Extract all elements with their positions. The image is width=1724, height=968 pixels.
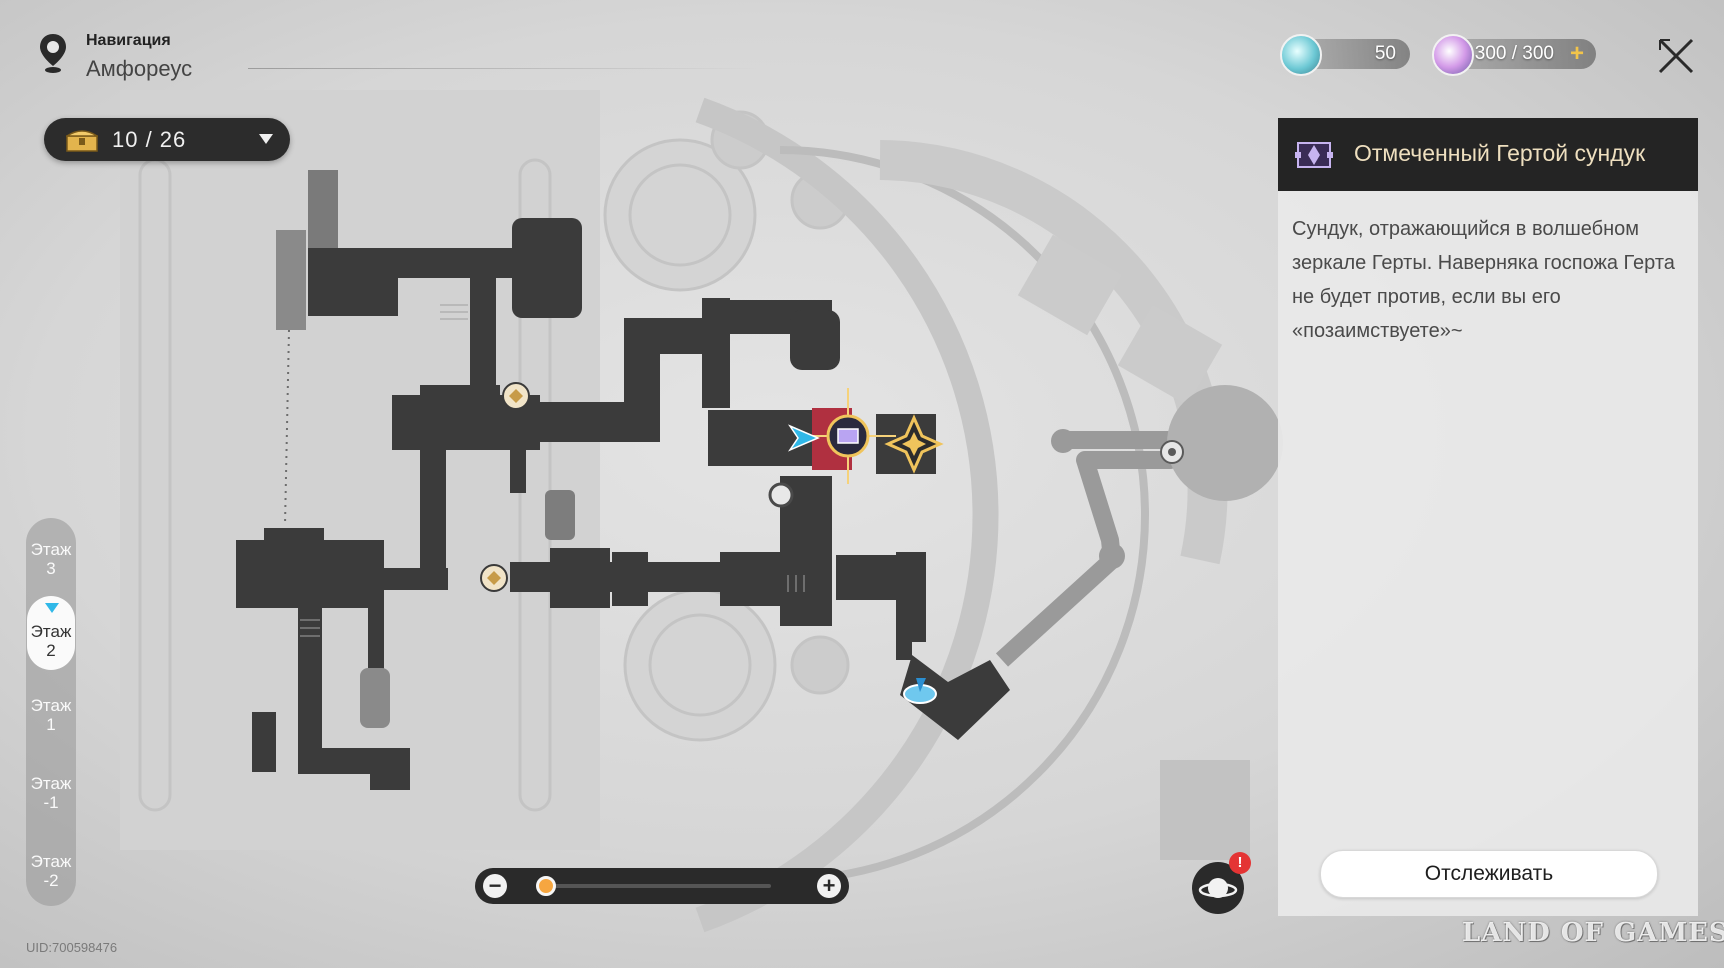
map-dotted-route — [284, 329, 290, 526]
reserve-power-counter[interactable]: 50 — [1280, 34, 1410, 76]
zoom-in-button[interactable]: + — [817, 874, 841, 898]
add-power-button[interactable]: + — [1569, 40, 1584, 67]
floor-2-button[interactable]: Этаж 2 — [27, 596, 75, 670]
chest-count: 10 / 26 — [112, 127, 187, 152]
map-path — [995, 385, 1283, 667]
zoom-slider-track[interactable] — [537, 884, 771, 888]
chest-marker[interactable] — [502, 382, 530, 410]
treasure-chest-icon — [66, 130, 98, 152]
selected-chest-marker[interactable] — [800, 388, 896, 484]
floor-label: Этаж -1 — [30, 774, 72, 812]
trailblaze-power-value: 300 / 300 — [1474, 43, 1554, 64]
teleport-anchor-marker[interactable] — [884, 414, 944, 474]
reserve-power-icon — [1280, 34, 1322, 76]
floor-selector: Этаж 3 Этаж 2 Этаж 1 Этаж -1 Этаж -2 — [26, 518, 76, 906]
floor-label: Этаж -2 — [30, 852, 72, 890]
panel-header: Отмеченный Гертой сундук — [1278, 118, 1698, 191]
planet-icon — [1198, 878, 1238, 898]
zoom-slider-handle[interactable] — [536, 876, 557, 896]
space-anchor-marker[interactable] — [903, 678, 937, 704]
watermark: LAND OF GAMES — [1462, 918, 1724, 948]
chest-counter-dropdown[interactable]: 10 / 26 — [44, 118, 290, 161]
chest-marker[interactable] — [480, 564, 508, 592]
zoom-out-button[interactable]: − — [483, 874, 507, 898]
current-floor-marker-icon — [45, 603, 59, 613]
floor-minus-1-button[interactable]: Этаж -1 — [26, 756, 76, 816]
panel-description: Сундук, отражающийся в волшебном зеркале… — [1292, 218, 1675, 342]
chevron-down-icon — [259, 134, 273, 144]
location-name: Амфореус — [86, 56, 193, 81]
player-position-arrow — [787, 424, 820, 452]
floor-label: Этаж 1 — [30, 696, 72, 734]
floor-label: Этаж 2 — [30, 622, 72, 660]
chest-mark-icon — [1295, 142, 1333, 168]
navigation-label: Навигация — [86, 32, 171, 49]
npc-marker[interactable] — [1160, 440, 1184, 464]
notification-badge: ! — [1229, 852, 1251, 874]
reserve-power-value: 50 — [1374, 43, 1396, 64]
map-rooms — [236, 170, 1010, 790]
map-background-architecture — [120, 90, 1250, 933]
trailblaze-power-icon — [1432, 34, 1474, 76]
zoom-control: − + — [475, 868, 849, 904]
header-divider — [248, 68, 758, 69]
floor-1-button[interactable]: Этаж 1 — [26, 678, 76, 738]
floor-minus-2-button[interactable]: Этаж -2 — [26, 834, 76, 894]
panel-title: Отмеченный Гертой сундук — [1354, 140, 1646, 166]
floor-label: Этаж 3 — [30, 540, 72, 578]
map-stairs — [300, 304, 805, 637]
trailblaze-power-counter[interactable]: 300 / 300 + — [1432, 34, 1596, 76]
info-panel: Отмеченный Гертой сундук Сундук, отражаю… — [1278, 118, 1698, 916]
map-pin-icon — [40, 34, 66, 73]
track-button[interactable]: Отслеживать — [1320, 850, 1658, 898]
close-icon[interactable] — [1654, 34, 1698, 78]
waypoint-circle[interactable] — [768, 482, 794, 508]
user-id: UID:700598476 — [26, 940, 118, 955]
floor-3-button[interactable]: Этаж 3 — [26, 522, 76, 582]
